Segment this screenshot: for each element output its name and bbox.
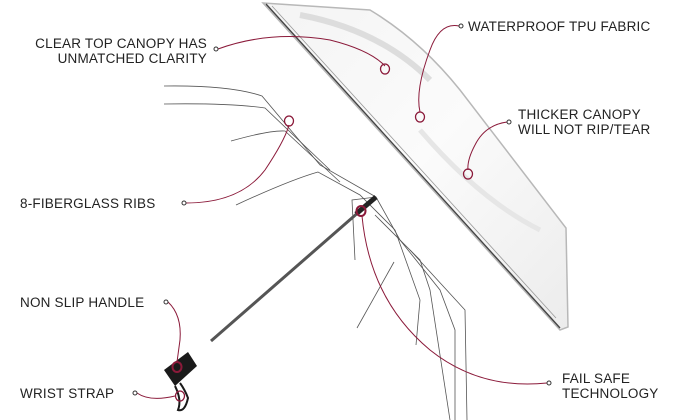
callout-fail-safe: FAIL SAFE TECHNOLOGY (562, 371, 659, 401)
callout-wrist-strap: WRIST STRAP (20, 386, 115, 401)
callout-line: UNMATCHED CLARITY (57, 51, 207, 66)
shaft (210, 195, 378, 343)
feature-markers (171, 63, 474, 402)
callout-clear-top-canopy: CLEAR TOP CANOPY HAS UNMATCHED CLARITY (35, 36, 207, 66)
callout-line: FAIL SAFE (562, 371, 631, 386)
callout-line: TECHNOLOGY (562, 386, 659, 401)
label-dots (132, 23, 552, 396)
callout-waterproof: WATERPROOF TPU FABRIC (468, 19, 651, 34)
callout-ribs: 8-FIBERGLASS RIBS (20, 196, 156, 211)
callout-line: CLEAR TOP CANOPY HAS (35, 36, 207, 51)
leader-lines (136, 25, 548, 399)
callout-line: THICKER CANOPY (518, 107, 641, 122)
canopy (261, 2, 569, 331)
callout-thicker-canopy: THICKER CANOPY WILL NOT RIP/TEAR (518, 107, 650, 137)
callout-handle: NON SLIP HANDLE (20, 295, 145, 310)
ribs (163, 85, 468, 420)
callout-line: WILL NOT RIP/TEAR (518, 122, 651, 137)
